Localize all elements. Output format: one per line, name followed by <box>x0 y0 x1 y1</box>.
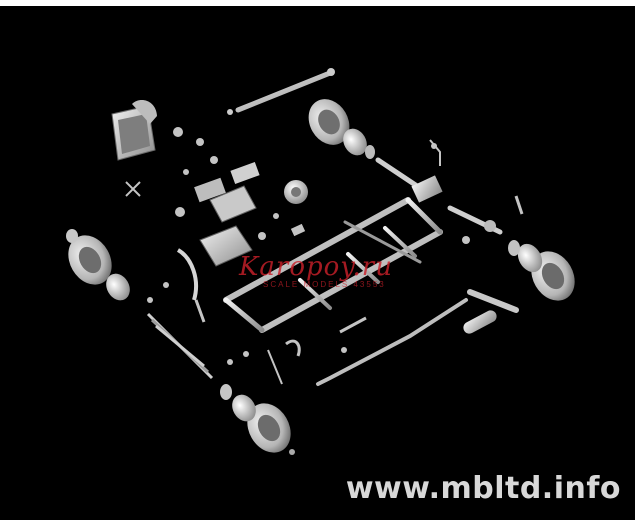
wheel-upper-right <box>308 99 375 159</box>
top-edge-band <box>0 0 635 6</box>
exhaust-pipe <box>316 289 519 386</box>
radiator <box>111 100 157 161</box>
rear-axle <box>375 157 503 235</box>
leaf-spring <box>146 312 214 380</box>
wheel-left <box>66 229 130 301</box>
small-parts <box>125 127 524 385</box>
engine-block <box>194 161 260 267</box>
site-url-watermark: www.mbltd.info <box>345 471 621 506</box>
wheel-right <box>508 240 575 301</box>
chassis-frame <box>223 197 443 333</box>
wheel-bottom <box>220 384 295 455</box>
driveshaft-top <box>227 68 335 115</box>
fender-arc <box>176 248 198 301</box>
